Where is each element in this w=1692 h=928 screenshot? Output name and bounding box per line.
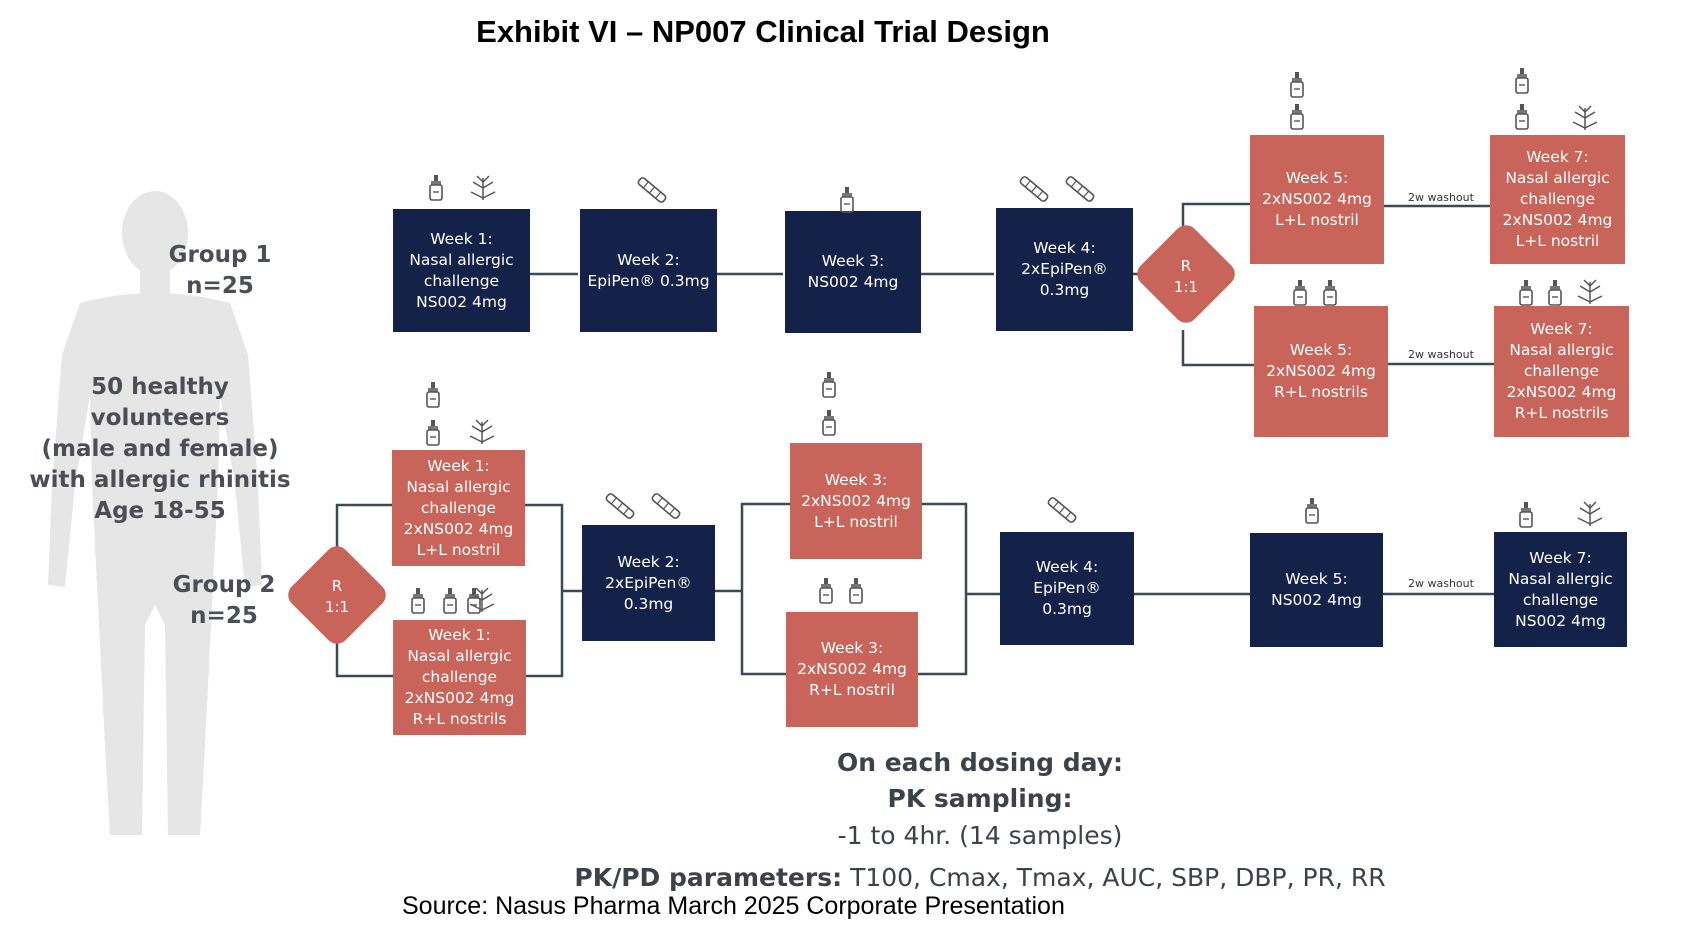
g1-week1-box: Week 1: Nasal allergic challenge NS002 4… [393, 209, 530, 332]
nasal-spray-icon [1290, 72, 1304, 98]
g2-week3-rplusl-text: Week 3: 2xNS002 4mg R+L nostril [797, 639, 907, 699]
nasal-spray-icon [426, 382, 440, 408]
group-2-label: Group 2 n=25 [172, 572, 276, 629]
nasal-spray-icon [1305, 498, 1319, 524]
g2-week1-lplusl-box: Week 1: Nasal allergic challenge 2xNS002… [392, 450, 525, 566]
g2-week5-text: Week 5: NS002 4mg [1271, 570, 1362, 609]
allergen-plant-icon [470, 175, 496, 200]
g1-week2-box: Week 2: EpiPen® 0.3mg [580, 209, 717, 332]
g2-week2-text: Week 2: 2xEpiPen® 0.3mg [605, 552, 692, 613]
g2-week3-rplusl-box: Week 3: 2xNS002 4mg R+L nostril [786, 612, 918, 727]
nasal-spray-icon [411, 588, 425, 614]
nasal-spray-icon [840, 187, 854, 213]
allergen-plant-icon [469, 419, 495, 444]
nasal-spray-icon [1519, 502, 1533, 528]
nasal-spray-icon [819, 578, 833, 604]
g1-week7-lplusl-box: Week 7: Nasal allergic challenge 2xNS002… [1490, 135, 1625, 264]
epipen-icon [637, 177, 667, 203]
pkpd-parameters-value: T100, Cmax, Tmax, AUC, SBP, DBP, PR, RR [850, 863, 1386, 892]
page-title: Exhibit VI – NP007 Clinical Trial Design [476, 14, 1050, 49]
nasal-spray-icon [467, 588, 481, 614]
washout-label-g2: 2w washout [1408, 577, 1474, 590]
g1-week5-lplusl-box: Week 5: 2xNS002 4mg L+L nostril [1250, 135, 1384, 264]
g1-week5-lplusl-text: Week 5: 2xNS002 4mg L+L nostril [1262, 169, 1372, 229]
nasal-spray-icon [1290, 104, 1304, 130]
allergen-plant-icon [1577, 279, 1603, 304]
pkpd-parameters-label: PK/PD parameters: [574, 863, 843, 892]
pk-sampling-heading: PK sampling: [887, 784, 1073, 813]
nasal-spray-icon [1515, 68, 1529, 94]
nasal-spray-icon [1323, 280, 1337, 306]
nasal-spray-icon [1515, 104, 1529, 130]
pk-sampling-detail: -1 to 4hr. (14 samples) [837, 821, 1123, 850]
nasal-spray-icon [426, 420, 440, 446]
epipen-icon [1065, 176, 1095, 202]
nasal-spray-icon [443, 588, 457, 614]
nasal-spray-icon [822, 372, 836, 398]
g2-week1-lplusl-text: Week 1: Nasal allergic challenge 2xNS002… [403, 456, 514, 559]
randomization-label-group-2: R 1:1 [324, 577, 350, 616]
g2-week5-box: Week 5: NS002 4mg [1250, 533, 1383, 647]
g1-week7-rplusl-box: Week 7: Nasal allergic challenge 2xNS002… [1494, 306, 1629, 437]
nasal-spray-icon [822, 410, 836, 436]
person-silhouette-icon [48, 191, 262, 835]
dosing-day-heading: On each dosing day: [836, 748, 1124, 777]
g1-week3-text: Week 3: NS002 4mg [807, 252, 899, 291]
source-note: Source: Nasus Pharma March 2025 Corporat… [402, 892, 1065, 920]
allergen-plant-icon [469, 587, 495, 612]
epipen-icon [605, 493, 635, 519]
nasal-spray-icon [429, 175, 443, 201]
g2-week3-lplusl-box: Week 3: 2xNS002 4mg L+L nostril [790, 443, 922, 559]
g1-week7-lplusl-text: Week 7: Nasal allergic challenge 2xNS002… [1502, 148, 1613, 250]
nasal-spray-icon [1293, 280, 1307, 306]
g1-week5-rplusl-text: Week 5: 2xNS002 4mg R+L nostrils [1266, 341, 1376, 401]
g2-week4-text: Week 4: EpiPen® 0.3mg [1033, 558, 1101, 618]
randomization-label-group-1: R 1:1 [1173, 257, 1199, 296]
g1-week4-text: Week 4: 2xEpiPen® 0.3mg [1021, 239, 1108, 299]
population-description: 50 healthy volunteers (male and female) … [29, 374, 291, 524]
allergen-plant-icon [1577, 501, 1603, 526]
group-1-label: Group 1 n=25 [168, 242, 272, 299]
nasal-spray-icon [849, 578, 863, 604]
g2-week1-rplusl-box: Week 1: Nasal allergic challenge 2xNS002… [393, 620, 526, 735]
nasal-spray-icon [1519, 280, 1533, 306]
g2-week3-lplusl-text: Week 3: 2xNS002 4mg L+L nostril [801, 470, 911, 531]
pkpd-parameters-line: PK/PD parameters: T100, Cmax, Tmax, AUC,… [0, 863, 1692, 892]
g1-week2-text: Week 2: EpiPen® 0.3mg [587, 250, 710, 290]
washout-label-g1-top: 2w washout [1408, 191, 1474, 204]
g2-week7-text: Week 7: Nasal allergic challenge NS002 4… [1508, 548, 1613, 630]
g1-week3-box: Week 3: NS002 4mg [785, 211, 921, 333]
epipen-icon [1019, 176, 1049, 202]
g2-week2-box: Week 2: 2xEpiPen® 0.3mg [582, 525, 715, 641]
g2-week7-box: Week 7: Nasal allergic challenge NS002 4… [1494, 532, 1627, 647]
epipen-icon [1047, 497, 1077, 523]
g2-week1-rplusl-text: Week 1: Nasal allergic challenge 2xNS002… [404, 626, 515, 728]
washout-label-g1-bottom: 2w washout [1408, 348, 1474, 361]
g1-week7-rplusl-text: Week 7: Nasal allergic challenge 2xNS002… [1506, 320, 1617, 422]
g1-week1-text: Week 1: Nasal allergic challenge NS002 4… [409, 229, 514, 311]
g1-week4-box: Week 4: 2xEpiPen® 0.3mg [996, 208, 1133, 331]
epipen-icon [651, 493, 681, 519]
nasal-spray-icon [1548, 280, 1562, 306]
allergen-plant-icon [1572, 105, 1598, 130]
g2-week4-box: Week 4: EpiPen® 0.3mg [1000, 532, 1134, 645]
g1-week5-rplusl-box: Week 5: 2xNS002 4mg R+L nostrils [1254, 306, 1388, 437]
